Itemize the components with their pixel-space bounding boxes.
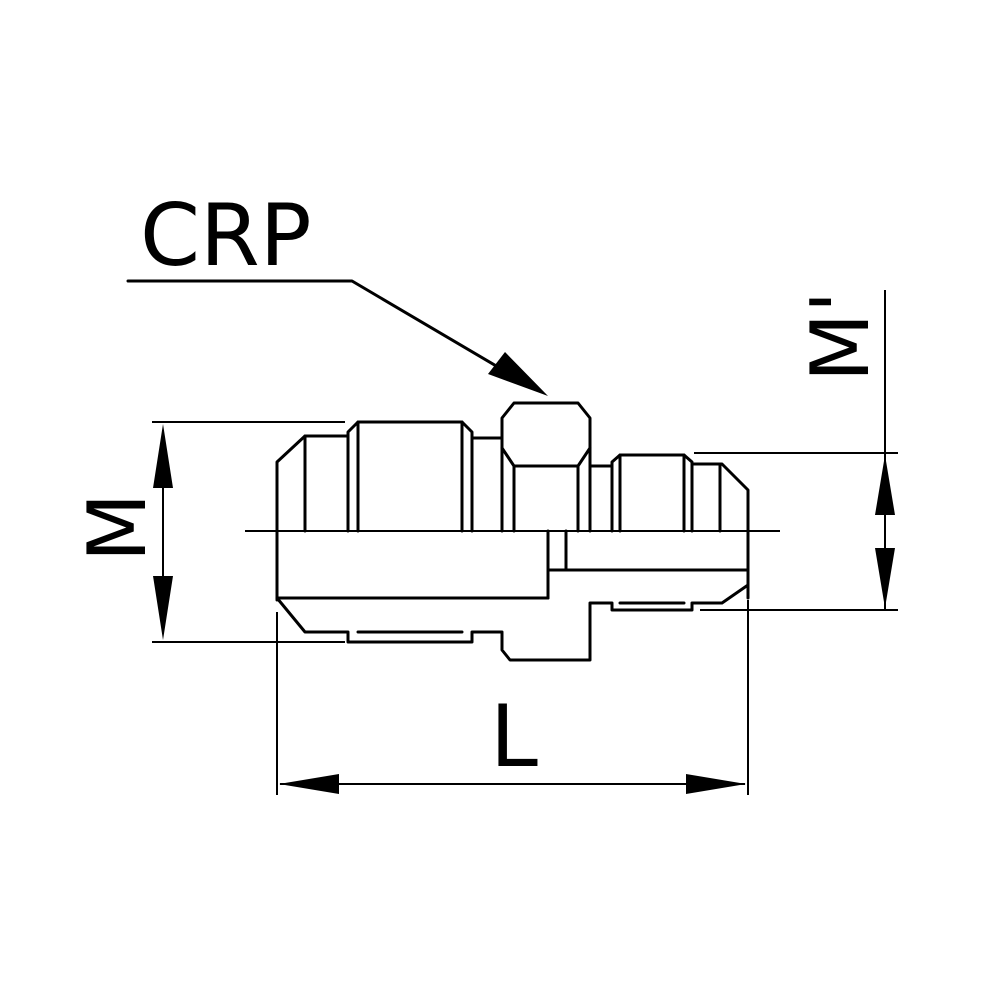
dimension-m: M xyxy=(71,421,345,643)
dimension-l: L xyxy=(276,600,749,795)
section-outline xyxy=(275,568,750,662)
dimension-l-label: L xyxy=(490,687,538,787)
section-hatch xyxy=(275,568,750,662)
part-code-label: CRP xyxy=(140,186,312,286)
leader-arrowhead xyxy=(488,352,548,396)
dimension-m-prime: M' xyxy=(694,290,898,611)
dimension-m-label: M xyxy=(71,493,164,562)
leader-line xyxy=(126,279,548,396)
dimension-m-prime-label: M' xyxy=(794,291,887,382)
